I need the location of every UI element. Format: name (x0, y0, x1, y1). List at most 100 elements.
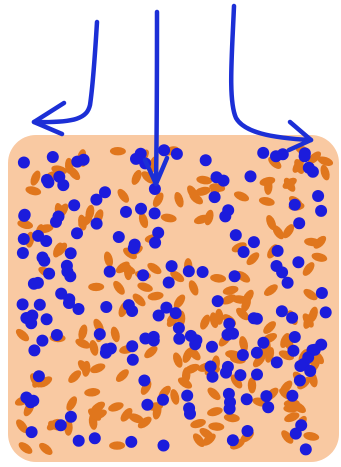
blue-particle (171, 148, 183, 160)
blue-particle (320, 306, 332, 318)
blue-particle (123, 299, 135, 311)
blue-particle (272, 245, 284, 257)
blue-particle (104, 266, 116, 278)
blue-particle (183, 402, 195, 414)
blue-particle (289, 331, 301, 343)
blue-particle (251, 313, 263, 325)
blue-particle (36, 335, 48, 347)
blue-particle (152, 227, 164, 239)
blue-particle (18, 233, 30, 245)
blue-particle (292, 256, 304, 268)
blue-particle (200, 154, 212, 166)
blue-particle (89, 432, 101, 444)
blue-particle (17, 247, 29, 259)
blue-particle (222, 329, 234, 341)
blue-particle (26, 426, 38, 438)
blue-particle (43, 268, 55, 280)
blue-particle (113, 231, 125, 243)
blue-particle (27, 395, 39, 407)
blue-particle (294, 375, 306, 387)
blue-particle (63, 293, 75, 305)
blue-particle (158, 440, 170, 452)
blue-particle (25, 317, 37, 329)
blue-particle (68, 199, 80, 211)
blue-particle (61, 266, 73, 278)
blue-particle (245, 170, 257, 182)
blue-particle (41, 174, 53, 186)
blue-particle (135, 203, 147, 215)
blue-particle (209, 191, 221, 203)
blue-particle (262, 401, 274, 413)
blue-particle (287, 345, 299, 357)
blue-particle (212, 295, 224, 307)
blue-particle (166, 260, 178, 272)
blue-particle (224, 403, 236, 415)
blue-particle (120, 206, 132, 218)
blue-particle (220, 367, 232, 379)
blue-particle (237, 349, 249, 361)
blue-particle (91, 218, 103, 230)
blue-particle (139, 333, 151, 345)
blue-particle (205, 361, 217, 373)
blue-particle (126, 340, 138, 352)
blue-particle (28, 344, 40, 356)
blue-particle (53, 211, 65, 223)
blue-particle (94, 328, 106, 340)
blue-particle (271, 356, 283, 368)
blue-particle (260, 390, 272, 402)
blue-particle (125, 436, 137, 448)
blue-particle (257, 337, 269, 349)
blue-particle (234, 369, 246, 381)
blue-particle (141, 399, 153, 411)
blue-particle (211, 171, 223, 183)
blue-particle (73, 435, 85, 447)
blue-particle (257, 147, 269, 159)
blue-particle (303, 162, 315, 174)
blue-particle (163, 277, 175, 289)
blue-particle (286, 390, 298, 402)
blue-particle (130, 153, 142, 165)
blue-particle (137, 269, 149, 281)
blue-particle (316, 287, 328, 299)
blue-particle (207, 371, 219, 383)
blue-particle (248, 236, 260, 248)
blue-particle (65, 411, 77, 423)
blue-particle (223, 318, 235, 330)
blue-particle (18, 157, 30, 169)
blue-particle (160, 302, 172, 314)
blue-particle (90, 194, 102, 206)
blue-particle (181, 390, 193, 402)
blue-particle (127, 354, 139, 366)
blue-particle (138, 375, 150, 387)
blue-particle (185, 330, 197, 342)
blue-particle (251, 347, 263, 359)
blue-particle (222, 204, 234, 216)
blue-particle (299, 150, 311, 162)
blue-particle (37, 252, 49, 264)
blue-particle (100, 301, 112, 313)
blue-particle (315, 205, 327, 217)
blue-particle (149, 207, 161, 219)
blue-particle (51, 329, 63, 341)
blue-particle (229, 270, 241, 282)
blue-particle (300, 443, 312, 455)
blue-particle (293, 217, 305, 229)
blue-particle (73, 303, 85, 315)
blue-particle (173, 322, 185, 334)
blue-particle (282, 277, 294, 289)
blue-particle (65, 247, 77, 259)
blue-particle (230, 229, 242, 241)
blue-particle (158, 144, 170, 156)
blue-particle (41, 313, 53, 325)
blue-particle (173, 333, 185, 345)
blue-particle (28, 278, 40, 290)
blue-particle (304, 365, 316, 377)
blue-particle (238, 246, 250, 258)
blue-particle (312, 190, 324, 202)
blue-particle (78, 154, 90, 166)
blue-particle (271, 260, 283, 272)
blue-particle (157, 394, 169, 406)
blue-particle (183, 265, 195, 277)
blue-particle (105, 343, 117, 355)
